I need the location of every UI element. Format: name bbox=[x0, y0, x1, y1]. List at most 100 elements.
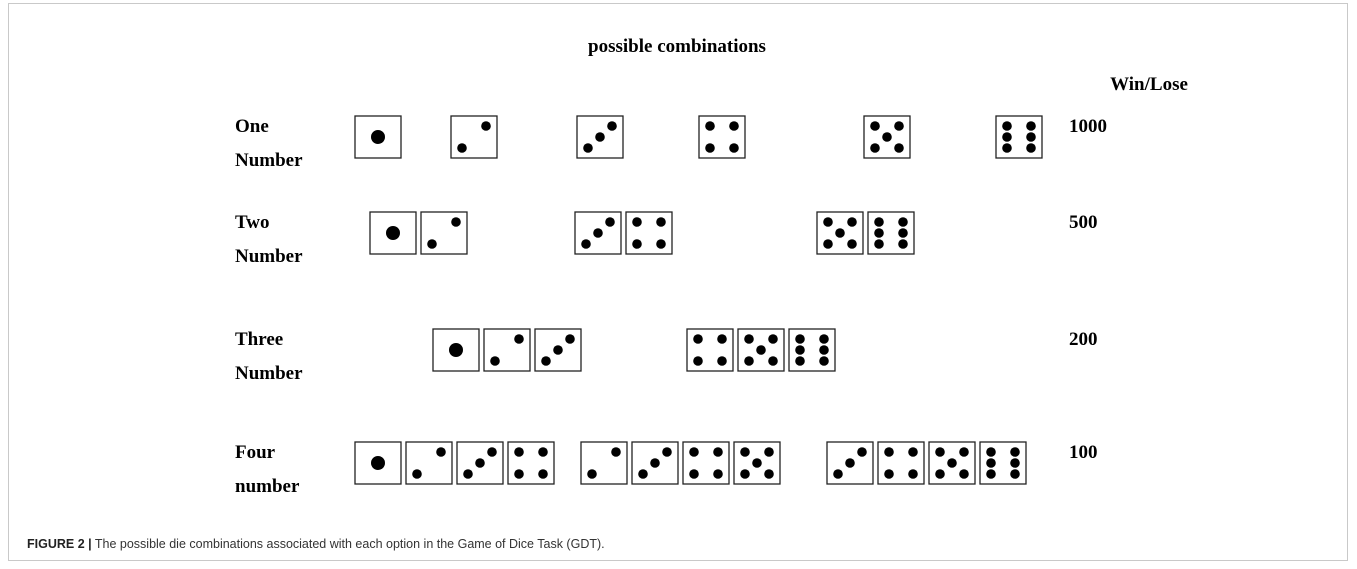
die-pip bbox=[689, 469, 699, 479]
die-pip bbox=[605, 217, 615, 227]
dice-combination bbox=[369, 211, 468, 255]
die-pip bbox=[764, 469, 774, 479]
die-face-4 bbox=[682, 441, 730, 485]
die-face-3 bbox=[826, 441, 874, 485]
diagram-title: possible combinations bbox=[588, 36, 766, 57]
option-label-line2: number bbox=[235, 476, 300, 497]
die-pip bbox=[487, 447, 497, 457]
die-face-1 bbox=[354, 441, 402, 485]
die-pip bbox=[768, 334, 778, 344]
die-face-4 bbox=[698, 115, 746, 159]
die-face-1 bbox=[354, 115, 402, 159]
die-face-6 bbox=[867, 211, 915, 255]
dice-combination bbox=[580, 441, 781, 485]
die-pip bbox=[847, 217, 857, 227]
die-face-2 bbox=[420, 211, 468, 255]
dice-combination bbox=[354, 115, 402, 159]
die-pip bbox=[795, 334, 805, 344]
die-face-3 bbox=[576, 115, 624, 159]
die-pip bbox=[819, 345, 829, 355]
die-outline bbox=[507, 441, 555, 485]
die-pip bbox=[371, 130, 385, 144]
option-label-line1: Two bbox=[235, 212, 269, 233]
die-pip bbox=[986, 447, 996, 457]
die-pip bbox=[947, 458, 957, 468]
die-pip bbox=[1026, 132, 1036, 142]
die-pip bbox=[870, 143, 880, 153]
die-pip bbox=[611, 447, 621, 457]
option-win-lose-amount: 1000 bbox=[1069, 116, 1107, 137]
die-face-3 bbox=[631, 441, 679, 485]
die-pip bbox=[490, 356, 500, 366]
dice-combination bbox=[826, 441, 1027, 485]
die-face-4 bbox=[686, 328, 734, 372]
die-face-4 bbox=[625, 211, 673, 255]
die-pip bbox=[823, 217, 833, 227]
die-pip bbox=[908, 447, 918, 457]
die-pip bbox=[874, 228, 884, 238]
die-pip bbox=[650, 458, 660, 468]
dice-combination bbox=[574, 211, 673, 255]
die-pip bbox=[541, 356, 551, 366]
die-pip bbox=[583, 143, 593, 153]
dice-combination bbox=[698, 115, 746, 159]
die-pip bbox=[935, 469, 945, 479]
dice-combination bbox=[863, 115, 911, 159]
die-pip bbox=[1002, 143, 1012, 153]
die-pip bbox=[587, 469, 597, 479]
die-pip bbox=[898, 217, 908, 227]
die-pip bbox=[412, 469, 422, 479]
die-pip bbox=[705, 121, 715, 131]
die-pip bbox=[835, 228, 845, 238]
die-face-6 bbox=[995, 115, 1043, 159]
option-label-line1: One bbox=[235, 116, 269, 137]
die-pip bbox=[1010, 447, 1020, 457]
die-pip bbox=[986, 458, 996, 468]
die-pip bbox=[656, 217, 666, 227]
die-pip bbox=[898, 228, 908, 238]
die-pip bbox=[632, 239, 642, 249]
die-pip bbox=[857, 447, 867, 457]
die-face-6 bbox=[788, 328, 836, 372]
die-face-2 bbox=[483, 328, 531, 372]
die-pip bbox=[740, 447, 750, 457]
die-face-1 bbox=[432, 328, 480, 372]
option-label-line1: Four bbox=[235, 442, 276, 463]
die-outline bbox=[877, 441, 925, 485]
die-pip bbox=[768, 356, 778, 366]
die-pip bbox=[427, 239, 437, 249]
dice-combination bbox=[816, 211, 915, 255]
die-pip bbox=[717, 356, 727, 366]
die-outline bbox=[625, 211, 673, 255]
win-lose-header: Win/Lose bbox=[1110, 74, 1188, 95]
die-pip bbox=[593, 228, 603, 238]
die-pip bbox=[1026, 143, 1036, 153]
option-label-line1: Three bbox=[235, 329, 283, 350]
die-pip bbox=[1026, 121, 1036, 131]
die-face-2 bbox=[580, 441, 628, 485]
die-outline bbox=[686, 328, 734, 372]
die-pip bbox=[538, 447, 548, 457]
die-face-2 bbox=[405, 441, 453, 485]
option-win-lose-amount: 500 bbox=[1069, 212, 1098, 233]
die-pip bbox=[894, 143, 904, 153]
figure-caption: FIGURE 2 | The possible die combinations… bbox=[27, 537, 605, 551]
die-pip bbox=[371, 456, 385, 470]
die-pip bbox=[662, 447, 672, 457]
dice-combination bbox=[576, 115, 624, 159]
die-pip bbox=[451, 217, 461, 227]
die-pip bbox=[729, 121, 739, 131]
die-pip bbox=[436, 447, 446, 457]
die-pip bbox=[935, 447, 945, 457]
die-pip bbox=[819, 356, 829, 366]
die-face-1 bbox=[369, 211, 417, 255]
die-outline bbox=[682, 441, 730, 485]
die-face-3 bbox=[574, 211, 622, 255]
die-pip bbox=[514, 334, 524, 344]
die-face-3 bbox=[534, 328, 582, 372]
die-pip bbox=[729, 143, 739, 153]
die-pip bbox=[693, 356, 703, 366]
die-pip bbox=[656, 239, 666, 249]
